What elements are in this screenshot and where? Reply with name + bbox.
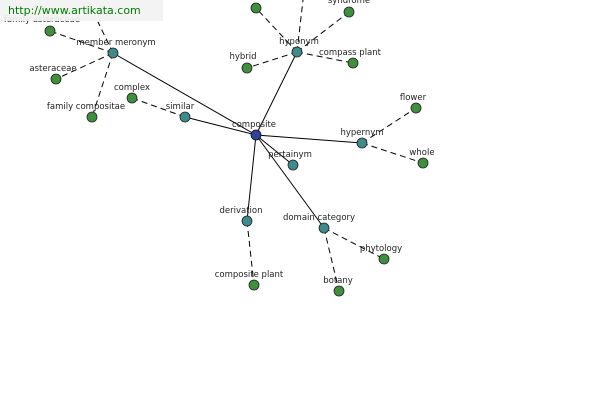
relation-label-hyponym: hyponym	[279, 37, 319, 47]
edge-member-meronym	[112, 52, 257, 136]
relation-label-derivation: derivation	[219, 206, 262, 216]
edge-derivation	[246, 134, 257, 222]
relation-node-domain-category[interactable]	[318, 222, 330, 234]
word-node-family-asteraceae[interactable]	[44, 25, 56, 37]
edge-whole	[361, 142, 424, 164]
site-url-banner[interactable]: http://www.artikata.com	[0, 0, 163, 21]
word-node-botany[interactable]	[333, 285, 345, 297]
word-label-whole: whole	[409, 148, 434, 158]
edge-botany	[323, 227, 340, 292]
word-node-asteraceae[interactable]	[50, 73, 62, 85]
word-label-complex: complex	[114, 83, 150, 93]
edge-pertainym	[255, 134, 294, 166]
word-label-composite-plant: composite plant	[215, 270, 284, 280]
word-node-syndrome[interactable]	[343, 6, 355, 18]
word-label-compass-plant: compass plant	[319, 48, 382, 58]
edge-member-meronym-upper	[97, 21, 114, 54]
relation-node-hypernym[interactable]	[356, 137, 368, 149]
word-node-flower[interactable]	[410, 102, 422, 114]
edge-flower	[361, 107, 417, 144]
edge-hyponym-top-1	[255, 7, 298, 53]
edge-hybrid	[246, 51, 298, 69]
word-label-asteraceae: asteraceae	[29, 64, 76, 74]
word-label-phytology: phytology	[360, 244, 402, 254]
word-node-phytology[interactable]	[378, 253, 390, 265]
word-label-syndrome: syndrome	[328, 0, 370, 6]
edge-domain-category	[255, 134, 325, 229]
edge-syndrome	[296, 11, 350, 53]
edge-similar	[184, 116, 257, 136]
word-node-complex[interactable]	[126, 92, 138, 104]
center-label: composite	[232, 120, 276, 130]
relation-label-pertainym: pertainym	[268, 150, 312, 160]
edge-family-asteraceae	[49, 30, 114, 54]
relation-node-member-meronym[interactable]	[107, 47, 119, 59]
edge-family-compositae	[91, 52, 114, 118]
word-label-flower: flower	[400, 93, 427, 103]
relation-node-hyponym[interactable]	[291, 46, 303, 58]
edge-phytology	[323, 227, 385, 260]
relation-node-pertainym[interactable]	[287, 159, 299, 171]
edge-hyponym	[255, 51, 298, 136]
relation-node-similar[interactable]	[179, 111, 191, 123]
relation-node-derivation[interactable]	[241, 215, 253, 227]
word-node-compass-plant[interactable]	[347, 57, 359, 69]
word-label-botany: botany	[323, 276, 353, 286]
site-url-text[interactable]: http://www.artikata.com	[8, 4, 141, 17]
word-label-hybrid: hybrid	[229, 52, 256, 62]
relation-label-member-meronym: member meronym	[76, 38, 155, 48]
word-node-hybrid[interactable]	[241, 62, 253, 74]
word-node-composite-plant[interactable]	[248, 279, 260, 291]
word-label-family-compositae: family compositae	[47, 102, 125, 112]
word-node-family-compositae[interactable]	[86, 111, 98, 123]
word-node-whole[interactable]	[417, 157, 429, 169]
edge-hyponym-top-2	[296, 0, 304, 53]
word-node-top-1[interactable]	[250, 2, 262, 14]
edge-asteraceae	[55, 52, 114, 80]
relation-label-domain-category: domain category	[283, 213, 355, 223]
relation-label-similar: similar	[166, 102, 195, 112]
edge-hypernym	[255, 134, 363, 144]
edge-composite-plant	[246, 220, 255, 286]
center-node[interactable]	[250, 129, 262, 141]
relation-label-hypernym: hypernym	[340, 128, 383, 138]
